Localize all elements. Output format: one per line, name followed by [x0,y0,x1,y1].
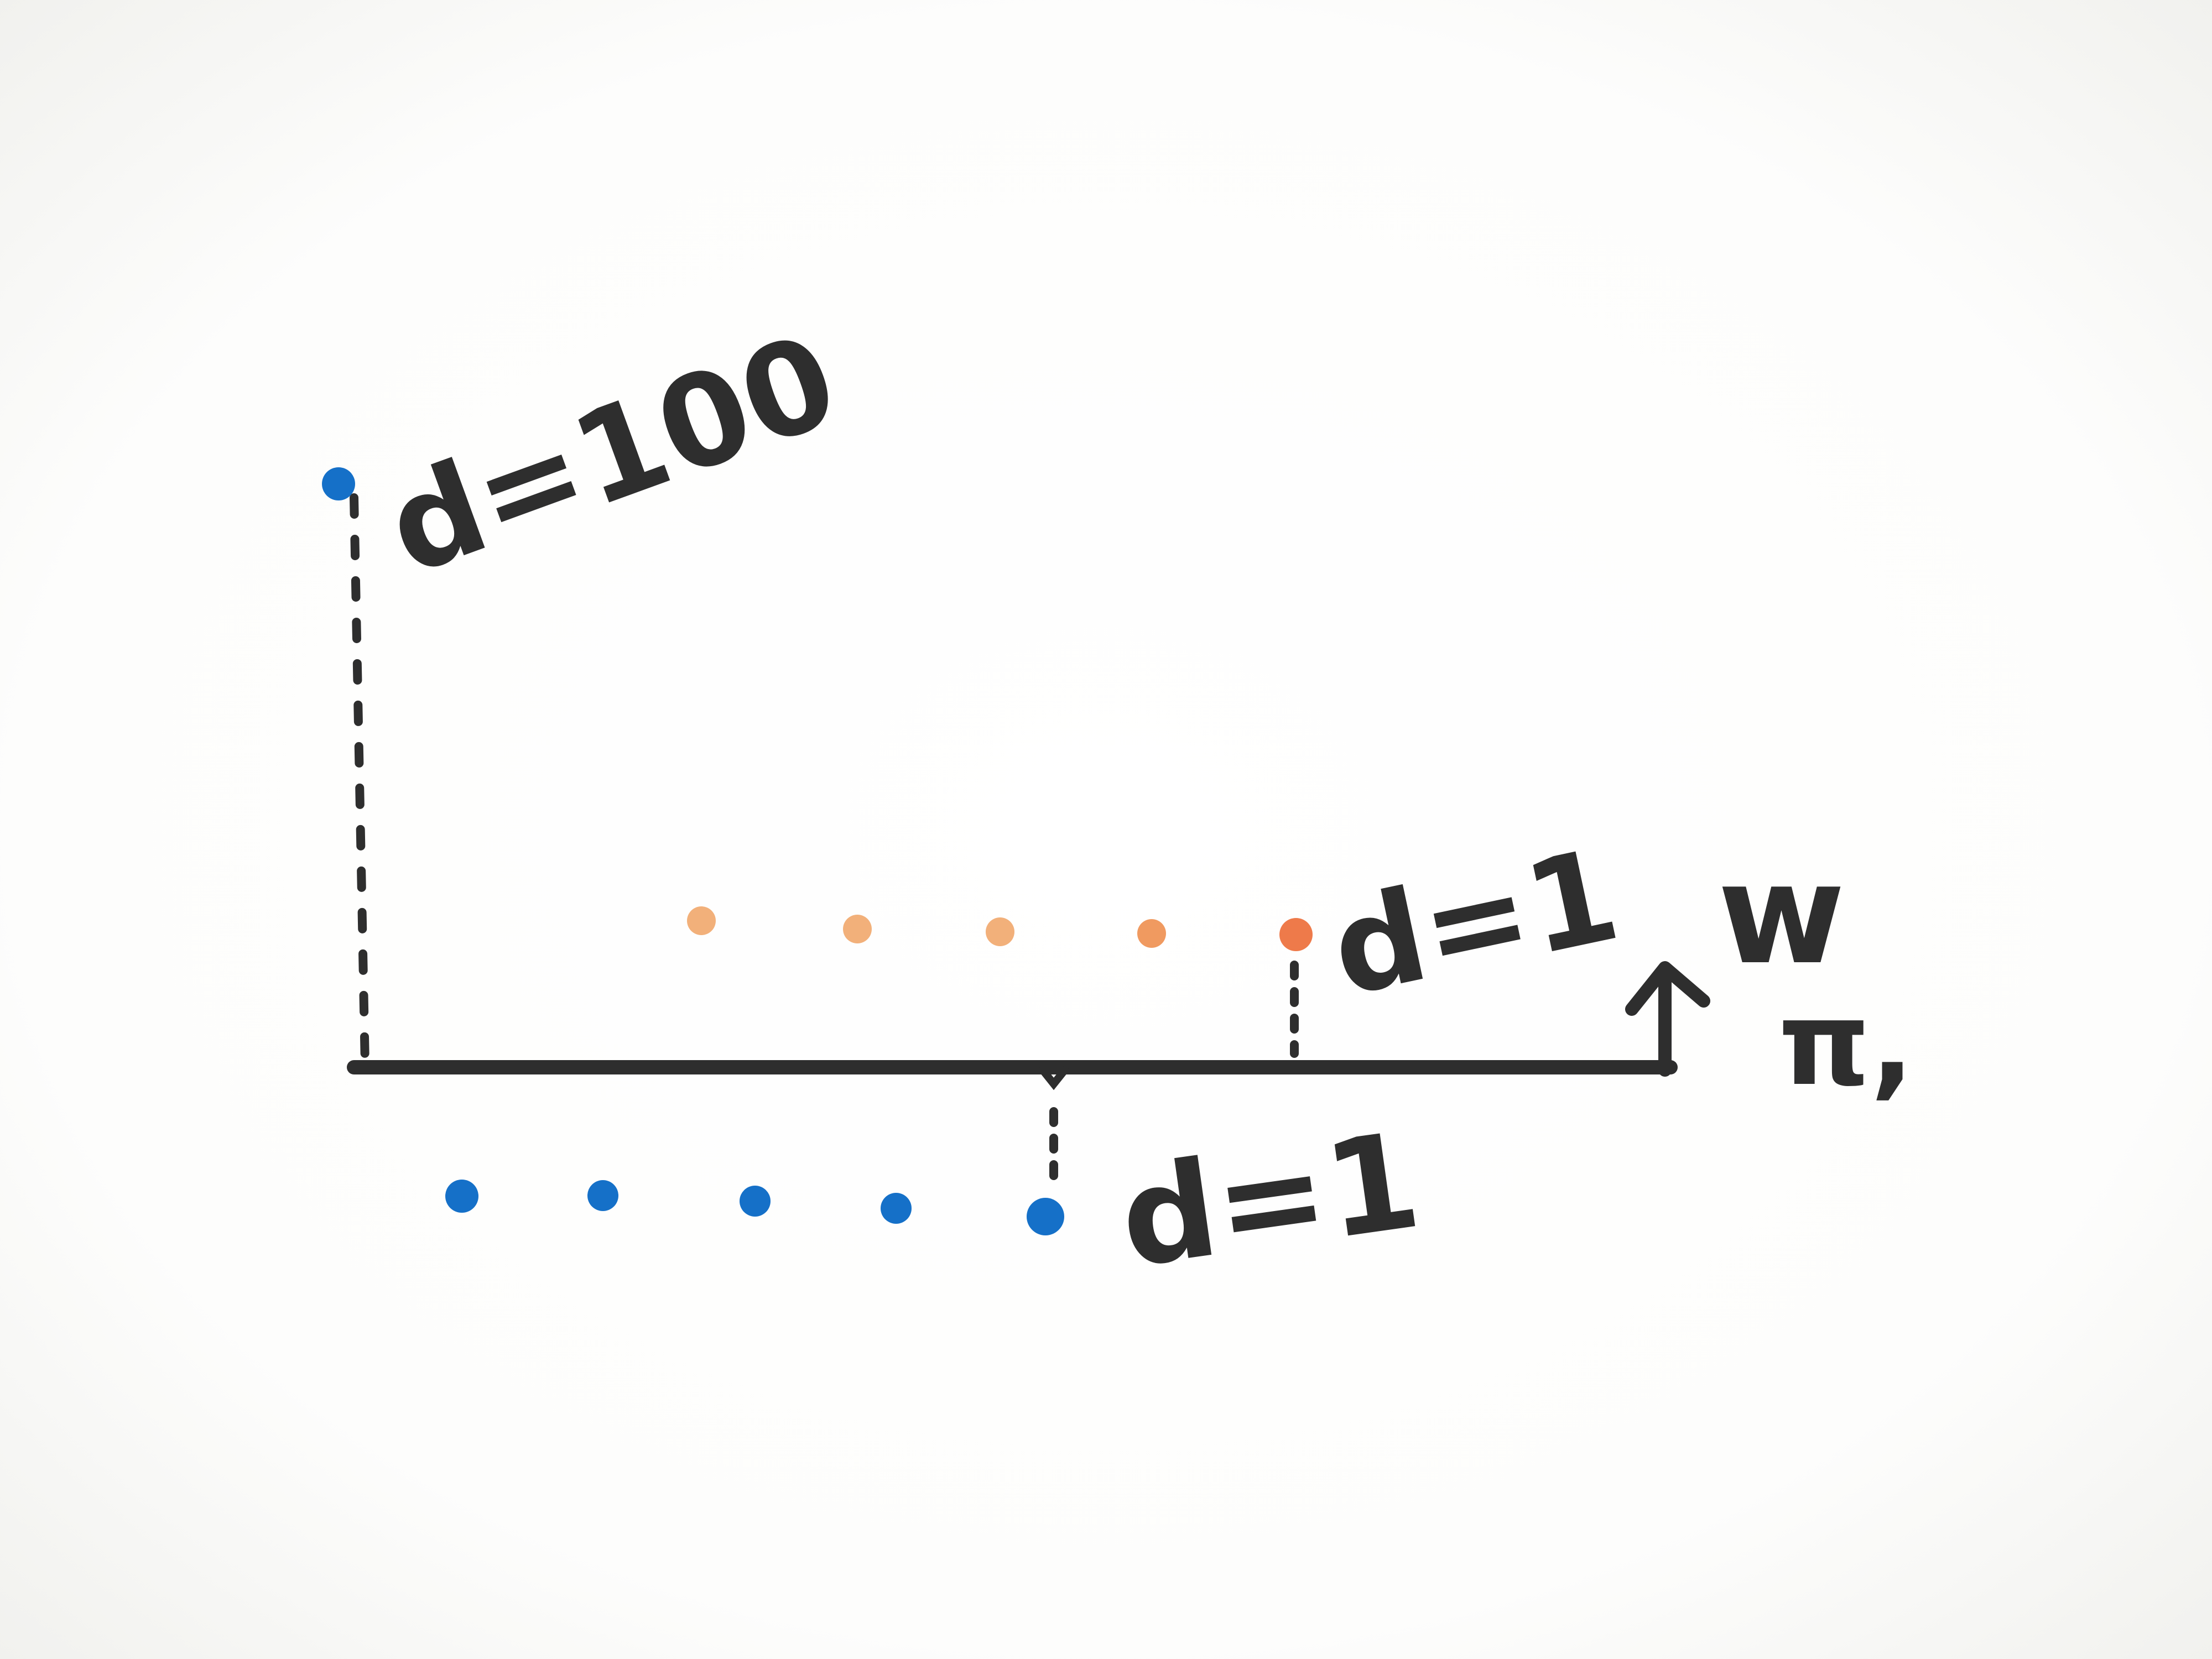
orange-point [843,915,872,943]
blue-point [881,1193,912,1224]
orange-point [1137,919,1166,948]
label-w: w [1717,834,1845,995]
orange-point [687,906,716,935]
blue-point-outlier [322,467,355,500]
orange-point [986,917,1014,946]
w-arrow [1625,961,1710,1077]
orange-point [1279,918,1313,951]
label-pi: π, [1778,976,1914,1112]
baseline-tick [1039,1066,1069,1091]
label-d-1-blue: d=1 [1111,1103,1429,1297]
blue-point [740,1186,771,1217]
dashed-drop-d100 [350,493,369,1069]
label-d-1-orange: d=1 [1320,821,1631,1025]
blue-point [445,1180,478,1213]
label-d-100: d=100 [369,306,855,603]
blue-point [587,1180,618,1211]
blue-point [1027,1198,1064,1235]
